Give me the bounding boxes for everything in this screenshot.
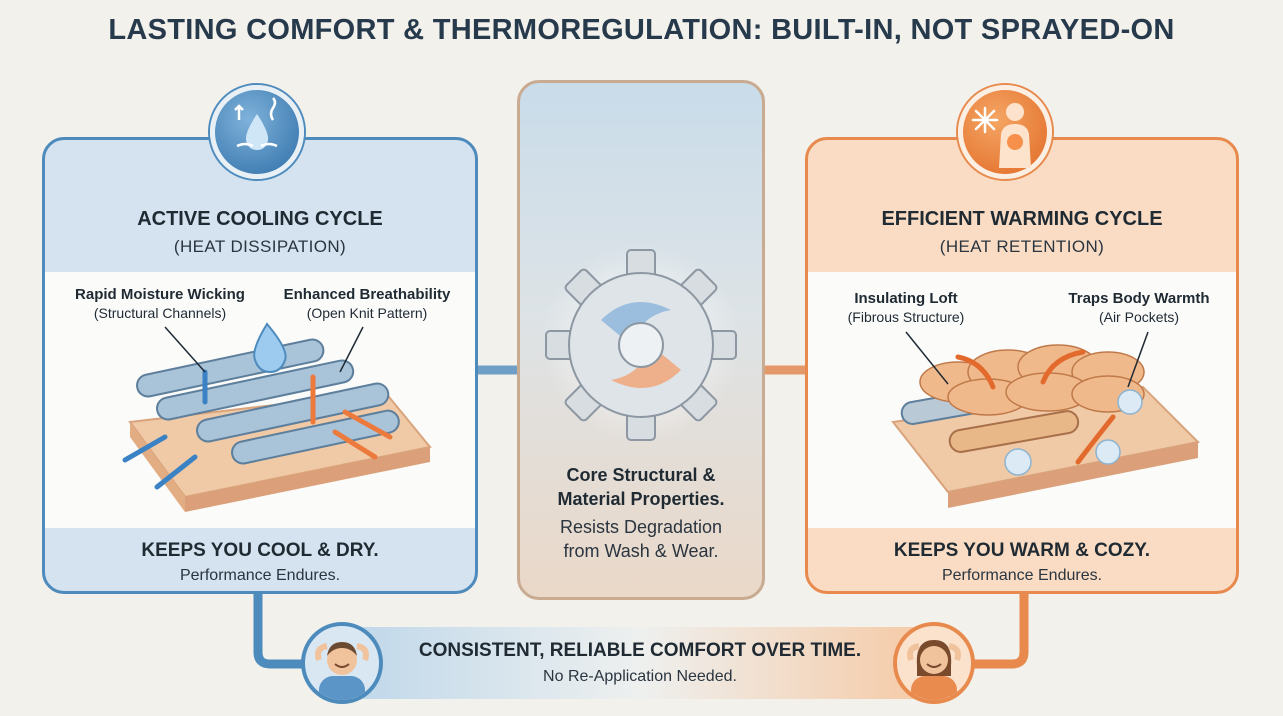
warming-label-warmth: Traps Body Warmth (Air Pockets) [1044, 290, 1234, 326]
relaxed-woman-avatar [893, 622, 975, 704]
cooling-label-breathability: Enhanced Breathability (Open Knit Patter… [267, 286, 467, 322]
gear-icon [541, 243, 741, 443]
warming-subheading: (HEAT RETENTION) [939, 237, 1105, 256]
bottom-title: CONSISTENT, RELIABLE COMFORT OVER TIME. [418, 640, 862, 661]
cooling-footer: KEEPS YOU COOL & DRY. Performance Endure… [45, 540, 475, 585]
cooling-footer-title: KEEPS YOU COOL & DRY. [141, 540, 379, 561]
water-drop-icon [210, 85, 304, 179]
cooling-cycle-panel: ACTIVE COOLING CYCLE (HEAT DISSIPATION) … [42, 137, 478, 594]
cooling-subheading: (HEAT DISSIPATION) [173, 237, 347, 256]
warmth-sub: (Air Pockets) [1098, 309, 1180, 325]
warming-footer: KEEPS YOU WARM & COZY. Performance Endur… [808, 540, 1236, 585]
core-properties-panel: Core Structural & Material Properties. R… [517, 80, 765, 600]
warming-footer-title: KEEPS YOU WARM & COZY. [893, 540, 1151, 561]
core-sub-line1: Resists Degradation [559, 517, 723, 537]
cooling-header: ACTIVE COOLING CYCLE (HEAT DISSIPATION) [45, 208, 475, 257]
cooling-illustration-area: Rapid Moisture Wicking (Structural Chann… [45, 272, 475, 528]
breathability-title: Enhanced Breathability [283, 286, 451, 303]
cooling-label-wicking: Rapid Moisture Wicking (Structural Chann… [55, 286, 265, 322]
cooling-fabric-illustration [122, 322, 432, 512]
core-text: Core Structural & Material Properties. R… [520, 463, 762, 563]
cooling-heading: ACTIVE COOLING CYCLE [137, 208, 383, 230]
core-title-line2: Material Properties. [557, 489, 725, 509]
loft-title: Insulating Loft [854, 290, 958, 307]
bottom-comfort-banner [330, 627, 950, 699]
warming-header: EFFICIENT WARMING CYCLE (HEAT RETENTION) [808, 208, 1236, 257]
bottom-text: CONSISTENT, RELIABLE COMFORT OVER TIME. … [330, 640, 950, 686]
warming-illustration-area: Insulating Loft (Fibrous Structure) Trap… [808, 272, 1236, 528]
wicking-title: Rapid Moisture Wicking [75, 286, 245, 303]
cooling-footer-sub: Performance Endures. [179, 567, 341, 584]
page-title: LASTING COMFORT & THERMOREGULATION: BUIL… [108, 14, 1175, 46]
warming-heading: EFFICIENT WARMING CYCLE [881, 208, 1163, 230]
core-sub-line2: from Wash & Wear. [563, 541, 719, 561]
warmth-title: Traps Body Warmth [1068, 290, 1210, 307]
relaxed-man-avatar [301, 622, 383, 704]
warming-cycle-panel: EFFICIENT WARMING CYCLE (HEAT RETENTION)… [805, 137, 1239, 594]
warming-footer-sub: Performance Endures. [941, 567, 1103, 584]
core-title-line1: Core Structural & [566, 465, 716, 485]
warming-label-loft: Insulating Loft (Fibrous Structure) [816, 290, 996, 326]
breathability-sub: (Open Knit Pattern) [306, 305, 428, 321]
body-heat-icon [958, 85, 1052, 179]
bottom-sub: No Re-Application Needed. [543, 668, 737, 685]
loft-sub: (Fibrous Structure) [847, 309, 965, 325]
warming-fabric-illustration [891, 331, 1201, 508]
wicking-sub: (Structural Channels) [93, 305, 227, 321]
